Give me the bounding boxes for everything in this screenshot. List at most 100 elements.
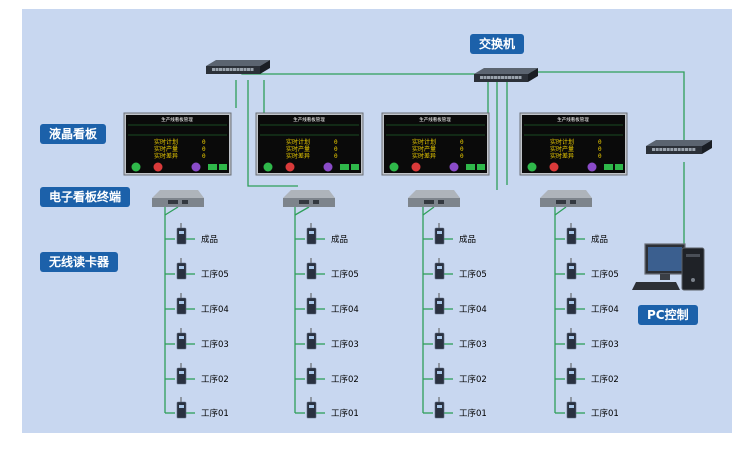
card-reader: [567, 397, 576, 418]
board-row-value: 0: [202, 146, 206, 153]
card-reader: [307, 258, 316, 279]
status-light: [192, 163, 201, 172]
lcd-board-2: 生产线看板管理实时计划0实时产量0实时差异0: [256, 113, 363, 175]
status-light: [450, 163, 459, 172]
status-indicator: [604, 164, 613, 170]
board-row-label: 实时计划: [154, 138, 178, 146]
status-light: [264, 163, 273, 172]
card-reader: [177, 328, 186, 349]
status-light: [132, 163, 141, 172]
reader-station-label: 工序04: [331, 304, 359, 315]
card-reader: [567, 223, 576, 244]
reader-station-label: 工序02: [459, 374, 487, 385]
reader-station-label: 工序01: [331, 408, 359, 419]
board-row-label: 实时计划: [286, 138, 310, 146]
backbone-link: [242, 66, 482, 74]
card-reader: [567, 363, 576, 384]
status-indicator: [466, 164, 475, 170]
reader-station-label: 工序02: [201, 374, 229, 385]
card-reader: [567, 258, 576, 279]
board-row-label: 实时差异: [286, 152, 310, 160]
reader-station-label: 工序04: [591, 304, 619, 315]
board-row-label: 实时差异: [154, 152, 178, 160]
card-reader: [177, 293, 186, 314]
card-reader: [435, 363, 444, 384]
status-light: [390, 163, 399, 172]
board-row-label: 实时计划: [412, 138, 436, 146]
board-row-value: 0: [598, 146, 602, 153]
terminal-to-tree-link: [555, 207, 566, 215]
status-light: [528, 163, 537, 172]
reader-station-label: 工序03: [331, 339, 359, 350]
terminal-to-tree-link: [165, 207, 178, 215]
lcd-board-4: 生产线看板管理实时计划0实时产量0实时差异0: [520, 113, 627, 175]
status-light: [412, 163, 421, 172]
terminal-label: 电子看板终端: [40, 187, 130, 207]
lcd-board-label: 液晶看板: [40, 124, 106, 144]
reader-station-label: 工序01: [201, 408, 229, 419]
board-row-value: 0: [202, 139, 206, 146]
card-reader: [567, 328, 576, 349]
board-row-value: 0: [460, 139, 464, 146]
terminal-to-tree-link: [423, 207, 434, 215]
board-title: 生产线看板管理: [557, 116, 589, 123]
card-reader: [307, 363, 316, 384]
board-row-label: 实时计划: [550, 138, 574, 146]
reader-station-label: 工序03: [459, 339, 487, 350]
switch-right: [646, 140, 712, 154]
status-indicator: [219, 164, 227, 170]
card-reader: [177, 223, 186, 244]
reader-station-label: 工序04: [459, 304, 487, 315]
card-reader: [435, 328, 444, 349]
switch-left: [206, 60, 270, 74]
reader-station-label: 工序02: [331, 374, 359, 385]
terminal-1: [152, 190, 204, 207]
reader-station-label: 成品: [459, 234, 476, 245]
board-row-label: 实时差异: [550, 152, 574, 160]
board-title: 生产线看板管理: [293, 116, 325, 123]
board-row-value: 0: [598, 153, 602, 160]
reader-station-label: 工序03: [591, 339, 619, 350]
card-reader: [177, 397, 186, 418]
reader-station-label: 成品: [201, 234, 218, 245]
board-row-label: 实时产量: [412, 145, 436, 153]
board-row-value: 0: [460, 153, 464, 160]
status-light: [588, 163, 597, 172]
terminal-to-tree-link: [295, 207, 309, 215]
board-row-value: 0: [202, 153, 206, 160]
reader-station-label: 工序05: [331, 269, 359, 280]
status-indicator: [477, 164, 485, 170]
status-light: [324, 163, 333, 172]
status-indicator: [615, 164, 623, 170]
reader-station-label: 工序02: [591, 374, 619, 385]
terminal-2: [283, 190, 335, 207]
card-reader: [307, 397, 316, 418]
pc-computer: [632, 244, 704, 290]
card-reader: [307, 328, 316, 349]
reader-station-label: 工序01: [459, 408, 487, 419]
board-title: 生产线看板管理: [419, 116, 451, 123]
board-row-value: 0: [334, 139, 338, 146]
board-row-label: 实时差异: [412, 152, 436, 160]
status-light: [286, 163, 295, 172]
terminal-4: [540, 190, 592, 207]
reader-station-label: 工序04: [201, 304, 229, 315]
card-reader: [435, 293, 444, 314]
reader-station-label: 工序05: [459, 269, 487, 280]
switch-label: 交换机: [470, 34, 524, 54]
reader-station-label: 成品: [331, 234, 348, 245]
status-light: [154, 163, 163, 172]
status-indicator: [351, 164, 359, 170]
card-reader: [307, 223, 316, 244]
board-title: 生产线看板管理: [161, 116, 193, 123]
reader-label: 无线读卡器: [40, 252, 118, 272]
reader-station-label: 工序05: [591, 269, 619, 280]
reader-station-label: 工序05: [201, 269, 229, 280]
card-reader: [177, 363, 186, 384]
status-indicator: [340, 164, 349, 170]
card-reader: [435, 397, 444, 418]
reader-station-label: 成品: [591, 234, 608, 245]
board-row-value: 0: [334, 146, 338, 153]
